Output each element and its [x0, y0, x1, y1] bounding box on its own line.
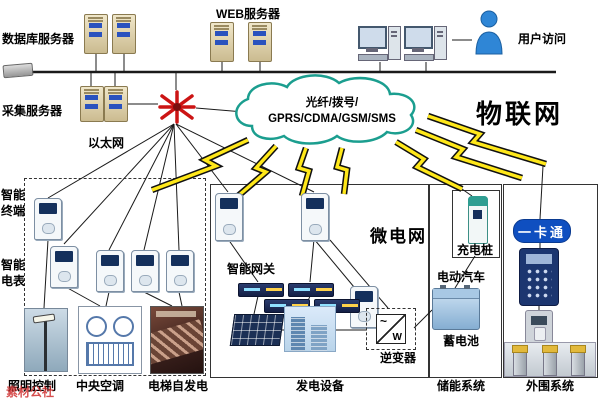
- gateway-icon: [238, 283, 284, 297]
- battery-icon: [432, 285, 480, 330]
- inverter-icon: ~ W: [376, 314, 406, 344]
- central-ac-drawing: [78, 306, 142, 374]
- label-smart-meter: 智能电表: [1, 258, 26, 288]
- hub-icon: [2, 62, 34, 79]
- watermark: 素材公社: [6, 385, 55, 399]
- label-central-ac: 中央空调: [76, 379, 125, 393]
- fingerprint-reader-icon: [525, 310, 553, 346]
- label-battery: 蓄电池: [443, 334, 480, 348]
- cloud-shape: [235, 74, 416, 145]
- gateway-icon: [288, 283, 334, 297]
- smart-meter-icon: [50, 246, 78, 288]
- label-microgrid: 微电网: [370, 227, 427, 246]
- server-icon: [112, 14, 136, 54]
- cloud-label: 光纤/拨号/ GPRS/CDMA/GSM/SMS: [252, 96, 412, 127]
- keyboard-icon: [358, 54, 388, 61]
- label-ethernet: 以太网: [88, 136, 125, 150]
- label-collection-servers: 采集服务器: [2, 104, 63, 118]
- ac-coil: [86, 342, 134, 366]
- charging-pile-icon: [468, 196, 488, 244]
- label-storage: 储能系统: [437, 379, 486, 393]
- label-smart-terminal: 智能终端: [1, 188, 26, 218]
- cloud-line2: GPRS/CDMA/GSM/SMS: [268, 112, 396, 125]
- smart-meter-icon: [131, 250, 159, 292]
- server-icon: [80, 86, 104, 122]
- pc-tower-icon: [434, 26, 447, 60]
- inverter-ac-symbol: ~: [380, 314, 388, 328]
- turnstile-image: [504, 342, 596, 377]
- label-web-servers: WEB服务器: [216, 7, 280, 21]
- buildings-image: [284, 306, 336, 352]
- label-iot: 物联网: [476, 99, 564, 129]
- server-icon: [104, 86, 128, 122]
- label-electric-vehicle: 电动汽车: [437, 270, 486, 284]
- keypad-icon: [519, 248, 559, 306]
- person-icon: [475, 10, 503, 55]
- smart-meter-icon: [215, 193, 243, 241]
- label-generation: 发电设备: [296, 379, 345, 393]
- turnstile-post: [542, 345, 558, 376]
- label-user-access: 用户访问: [518, 32, 567, 46]
- charging-box: [452, 190, 500, 258]
- label-lighting: 照明控制: [8, 379, 57, 393]
- smart-meter-icon: [301, 193, 329, 241]
- solar-panel-icon: [229, 314, 285, 346]
- server-icon: [248, 22, 272, 62]
- server-icon: [210, 22, 234, 62]
- keyboard-icon: [404, 54, 434, 61]
- turnstile-post: [512, 345, 528, 376]
- escalator-image: [150, 306, 204, 374]
- cloud-line1: 光纤/拨号/: [305, 97, 359, 109]
- label-smart-gateway: 智能网关: [227, 262, 276, 276]
- label-elevator: 电梯自发电: [148, 379, 209, 393]
- workstation-icon: [358, 24, 402, 64]
- inverter-box: ~ W: [366, 308, 416, 350]
- inverter-w-symbol: W: [392, 332, 402, 343]
- label-peripheral: 外围系统: [526, 379, 575, 393]
- label-charging-pile: 充电桩: [457, 243, 494, 257]
- storage-zone-box: [428, 184, 502, 378]
- router-icon: [158, 90, 196, 124]
- smart-meter-icon: [34, 198, 62, 240]
- monitor-stand: [412, 48, 424, 52]
- server-icon: [84, 14, 108, 54]
- turnstile-post: [570, 345, 586, 376]
- smart-meter-icon: [166, 250, 194, 292]
- smart-terminal-zone-box: [24, 178, 206, 376]
- street-lamp-image: [24, 308, 68, 372]
- lightning-bolts: [150, 112, 547, 199]
- microgrid-zone-box: [210, 184, 430, 378]
- monitor-icon: [404, 26, 433, 49]
- workstation-icon: [404, 24, 448, 64]
- peripheral-zone-box: [503, 184, 598, 378]
- monitor-stand: [366, 48, 378, 52]
- label-database-servers: 数据库服务器: [2, 32, 75, 46]
- one-card-sign: 一卡通: [513, 219, 571, 243]
- smart-meter-icon: [96, 250, 124, 292]
- monitor-icon: [358, 26, 387, 49]
- label-inverter: 逆变器: [380, 351, 417, 365]
- pc-tower-icon: [388, 26, 401, 60]
